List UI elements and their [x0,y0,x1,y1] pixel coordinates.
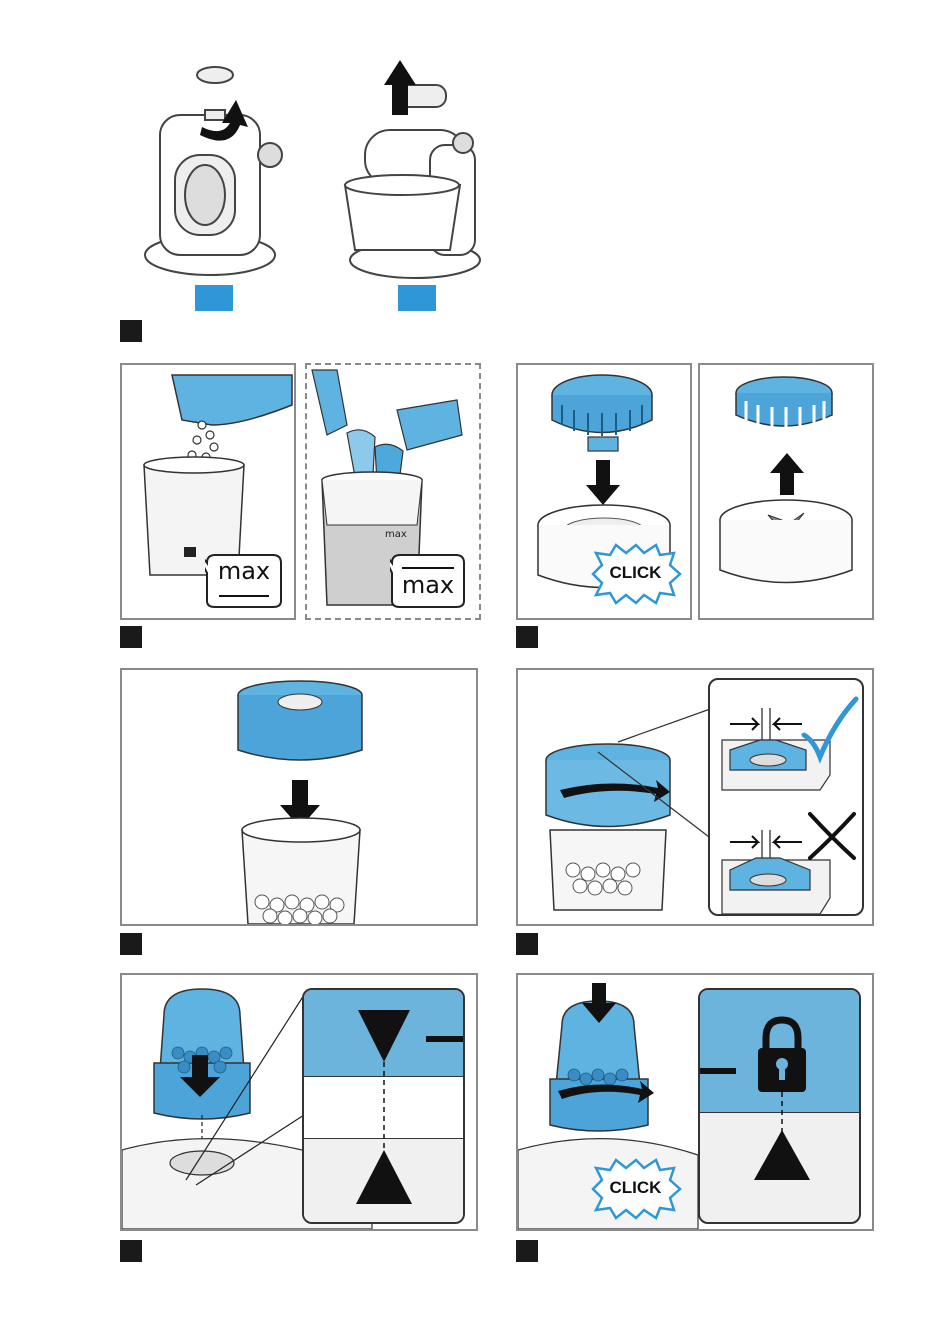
padlock-icon [758,1020,806,1092]
machine-illustration-svg [130,55,490,315]
step-marker-3 [516,626,538,648]
lock-inset [698,988,861,1224]
click-burst-bottom: CLICK [588,1158,683,1220]
step-marker-2 [120,626,142,648]
blue-tag-right [398,285,436,311]
blue-tag-left [195,285,233,311]
max-small-right: max [385,529,407,540]
machine-left [145,67,282,275]
panel-lid-on-container [120,668,478,926]
panel-basket-remove [698,363,874,620]
triangle-down-icon [358,1010,410,1062]
checkmark-icon [800,695,860,765]
max-label-left: max [205,557,283,585]
click-label-top: CLICK [588,563,683,583]
cross-icon [804,808,860,864]
step-marker-1 [120,320,142,342]
step-marker-5 [516,933,538,955]
click-label-bottom: CLICK [588,1178,683,1198]
max-line-left [219,595,269,597]
max-bubble-right: max [390,553,466,609]
step-marker-7 [516,1240,538,1262]
top-machine-illustrations [130,55,490,315]
click-burst-top: CLICK [588,543,683,605]
max-overline-right [402,567,454,569]
max-label-right: max [390,571,466,599]
triangle-up-icon [356,1150,412,1204]
max-bubble-left: max [205,553,283,609]
triangle-up-icon [754,1130,810,1180]
zoom-inset [708,678,864,916]
alignment-inset [302,988,465,1224]
step-marker-4 [120,933,142,955]
machine-right [345,85,480,278]
step-marker-6 [120,1240,142,1262]
